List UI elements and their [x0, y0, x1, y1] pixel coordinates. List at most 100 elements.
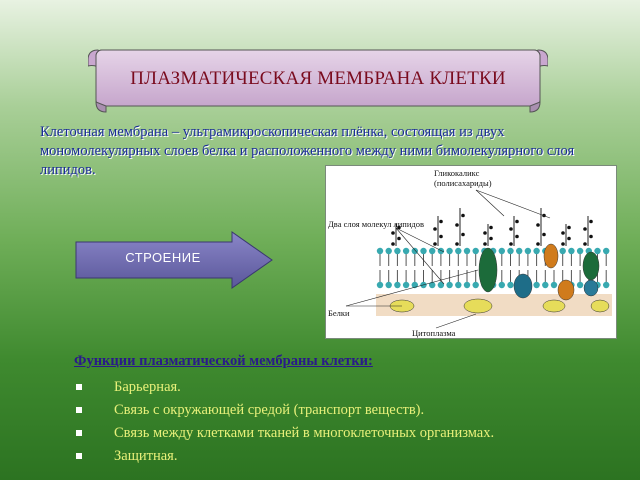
lipid-head	[402, 281, 410, 289]
lipid-head	[603, 281, 610, 289]
membrane-protein	[583, 279, 599, 297]
sugar-residue	[439, 234, 443, 239]
lipid-head	[429, 247, 436, 255]
sugar-residue	[567, 225, 571, 230]
sugar-residue	[589, 234, 593, 239]
membrane-protein	[542, 299, 566, 313]
square-bullet-icon	[76, 430, 82, 436]
square-bullet-icon	[76, 384, 82, 390]
lipid-head	[376, 247, 384, 255]
lipid-head	[542, 281, 549, 289]
lipid-head	[507, 247, 514, 255]
function-item: Связь с окружающей средой (транспорт вещ…	[74, 399, 634, 422]
sugar-residue	[583, 242, 587, 246]
lipid-head	[533, 281, 540, 289]
sugar-residue	[561, 231, 565, 235]
sugar-residue	[589, 219, 593, 224]
lipid-head	[594, 247, 601, 255]
sugar-residue	[397, 225, 401, 230]
sugar-residue	[397, 236, 401, 241]
functions-list: Барьерная. Связь с окружающей средой (тр…	[74, 376, 634, 468]
lipid-head	[437, 247, 445, 255]
sugar-residue	[433, 242, 437, 246]
functions-section: Функции плазматической мембраны клетки: …	[74, 353, 634, 468]
sugar-residue	[455, 242, 459, 246]
square-bullet-icon	[76, 453, 82, 459]
sugar-residue	[483, 231, 487, 235]
function-item: Защитная.	[74, 445, 634, 468]
membrane-drawing	[345, 189, 612, 329]
title-banner: ПЛАЗМАТИЧЕСКАЯ МЕМБРАНА КЛЕТКИ	[88, 38, 548, 128]
sugar-residue	[515, 234, 519, 239]
lipid-head	[463, 247, 471, 255]
label-glycocalyx: Гликокаликс	[434, 168, 480, 178]
square-bullet-icon	[76, 407, 82, 413]
lipid-head	[576, 247, 584, 255]
sugar-residue	[391, 231, 395, 235]
lipid-head	[463, 281, 471, 289]
structure-arrow: СТРОЕНИЕ	[74, 230, 274, 290]
lipid-head	[376, 281, 384, 289]
sugar-residue	[583, 227, 587, 231]
lipid-head	[568, 247, 575, 255]
pointer-line	[395, 227, 445, 253]
lipid-head	[516, 247, 523, 255]
sugar-residue	[509, 227, 513, 231]
lipid-head	[385, 247, 392, 255]
sugar-residue	[489, 225, 493, 230]
membrane-protein	[463, 298, 493, 314]
sugar-residue	[536, 242, 540, 246]
lipid-head	[402, 247, 410, 255]
banner-shape	[88, 49, 548, 113]
lipid-head	[394, 281, 401, 289]
label-polysaccharides: (полисахариды)	[434, 178, 492, 188]
sugar-residue	[439, 219, 443, 224]
sugar-residue	[391, 242, 395, 246]
membrane-protein	[590, 299, 610, 313]
membrane-protein	[557, 279, 575, 301]
sugar-residue	[455, 223, 459, 227]
function-item: Связь между клетками тканей в многоклето…	[74, 422, 634, 445]
membrane-protein	[478, 247, 498, 293]
sugar-residue	[461, 232, 465, 237]
lipid-head	[394, 247, 401, 255]
membrane-protein	[543, 243, 559, 269]
membrane-definition: Клеточная мембрана – ультрамикроскопичес…	[40, 124, 575, 178]
pointer-line	[475, 189, 505, 217]
lipid-head	[455, 247, 462, 255]
lipid-head	[576, 281, 584, 289]
pointer-line	[395, 227, 445, 285]
lipid-head	[455, 281, 462, 289]
lipid-head	[498, 247, 505, 255]
membrane-protein	[513, 273, 533, 299]
lipid-head	[498, 281, 505, 289]
pointer-line	[345, 269, 479, 307]
lipid-head	[533, 247, 540, 255]
lipid-head	[559, 247, 566, 255]
membrane-diagram: Гликокаликс (полисахариды) Два слоя моле…	[325, 165, 617, 339]
label-lipid-layers: Два слоя молекул липидов	[328, 219, 424, 229]
arrow-right-icon	[75, 231, 273, 289]
page-title: ПЛАЗМАТИЧЕСКАЯ МЕМБРАНА КЛЕТКИ	[130, 68, 506, 89]
lipid-head	[603, 247, 610, 255]
lipid-head	[385, 281, 392, 289]
functions-title: Функции плазматической мембраны клетки:	[74, 353, 373, 369]
sugar-residue	[433, 227, 437, 231]
pointer-line	[435, 313, 477, 329]
sugar-residue	[515, 219, 519, 224]
label-proteins: Белки	[328, 308, 350, 318]
membrane-protein	[582, 251, 600, 281]
function-item: Барьерная.	[74, 376, 634, 399]
structure-label: СТРОЕНИЕ	[125, 250, 201, 265]
lipid-head	[411, 247, 418, 255]
lipid-head	[420, 247, 427, 255]
sugar-residue	[542, 232, 546, 237]
sugar-residue	[561, 242, 565, 246]
sugar-residue	[509, 242, 513, 246]
lipid-head	[507, 281, 514, 289]
sugar-residue	[567, 236, 571, 241]
lipid-head	[437, 281, 445, 289]
label-cytoplasm: Цитоплазма	[412, 328, 456, 338]
sugar-residue	[483, 242, 487, 246]
lipid-head	[550, 281, 558, 289]
